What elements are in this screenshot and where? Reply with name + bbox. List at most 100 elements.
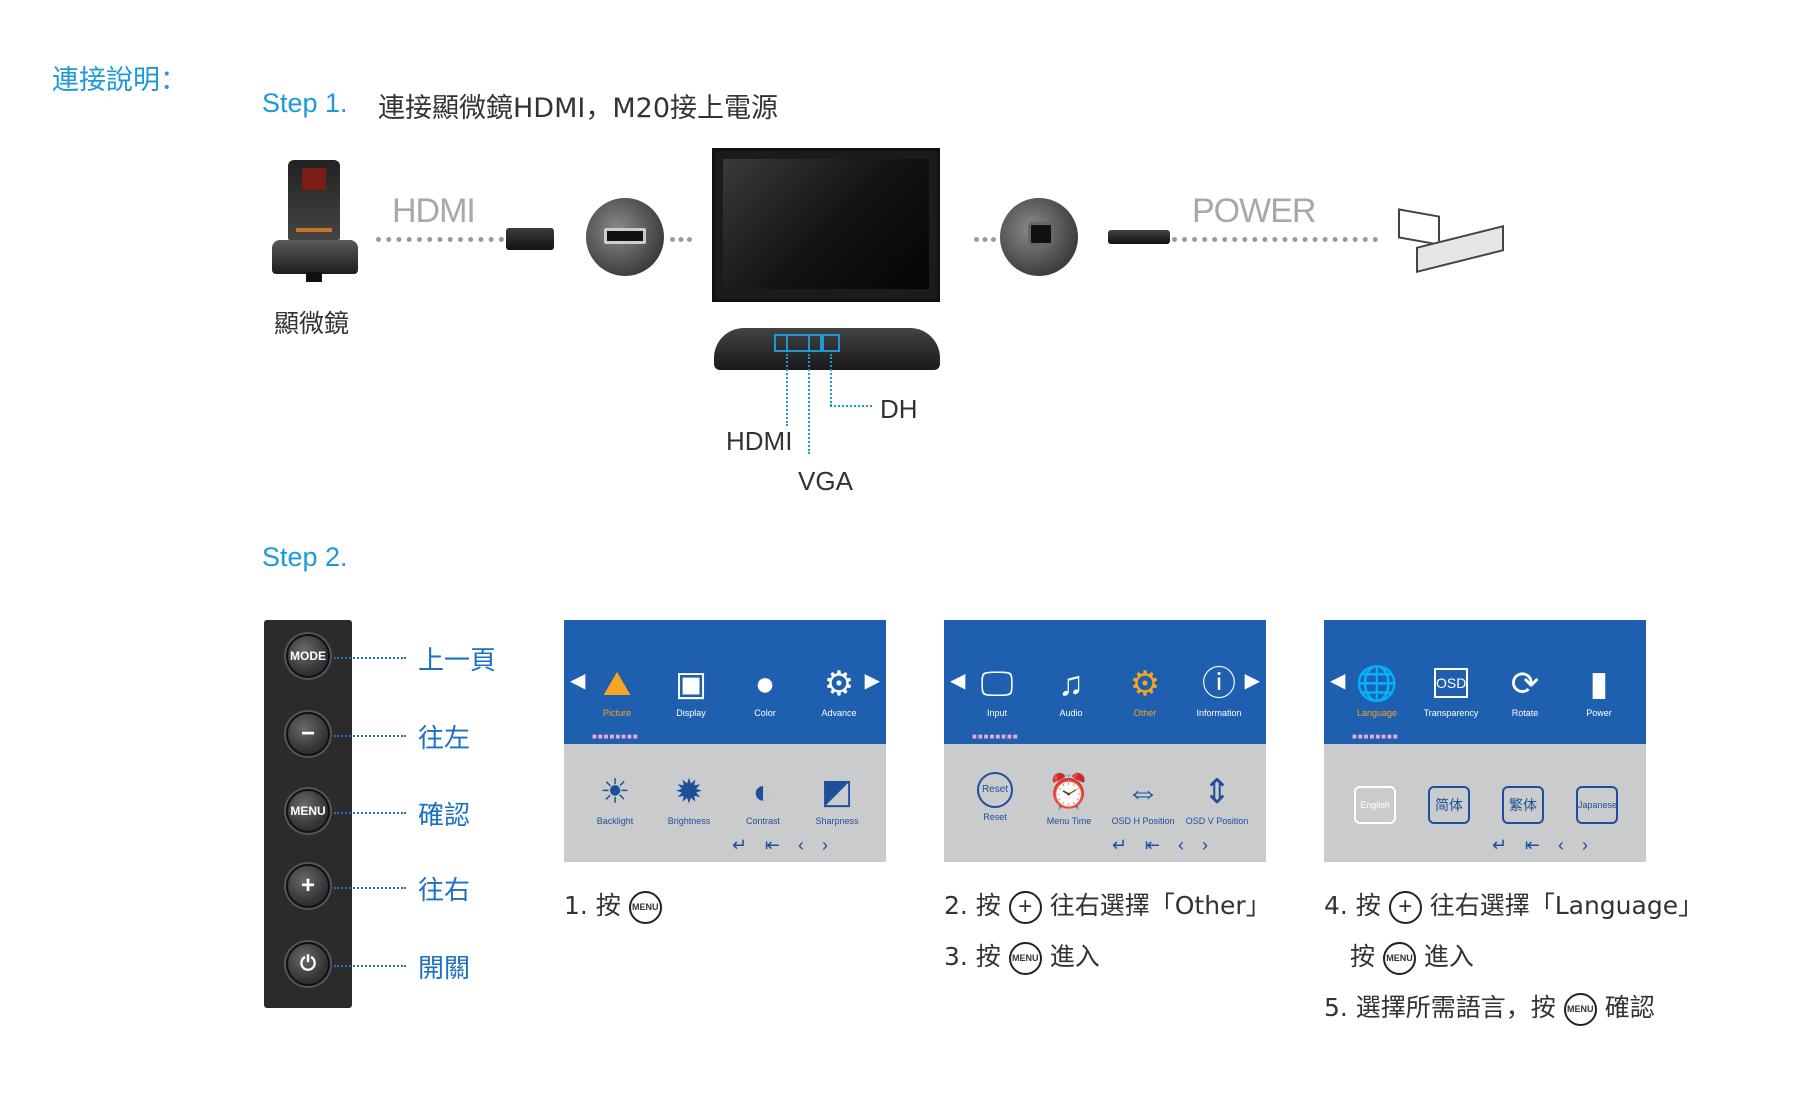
dh-port-leader-v bbox=[830, 354, 832, 406]
osd-sub-menu-time: ⏰Menu Time bbox=[1046, 773, 1092, 826]
hdmi-cable-label: HDMI bbox=[392, 192, 476, 230]
sun-icon: ✹ bbox=[674, 773, 704, 811]
power-button[interactable]: ⏻ bbox=[286, 942, 330, 986]
osd-item-input: 🖵Input bbox=[962, 664, 1032, 718]
hdmi-cable-dotted-line bbox=[376, 237, 504, 242]
clock-icon: ⏰ bbox=[1047, 773, 1091, 811]
leader-mode bbox=[334, 657, 406, 659]
menu-key-icon: MENU bbox=[628, 890, 662, 924]
osd-prev-arrow-icon: ◀ bbox=[1330, 670, 1346, 692]
minus-button[interactable]: − bbox=[286, 712, 330, 756]
leader-minus bbox=[334, 735, 406, 737]
horizontal-position-icon: ⇔ bbox=[1126, 773, 1160, 811]
gear-icon: ⚙ bbox=[1129, 665, 1161, 703]
osd-sub-sharpness: ◩Sharpness bbox=[815, 773, 859, 826]
vertical-position-icon: ⇕ bbox=[1202, 773, 1232, 811]
lang-option-japanese: Japanese bbox=[1576, 786, 1618, 824]
instruction-3: 3. 按 MENU 進入 bbox=[944, 937, 1100, 975]
mode-button[interactable]: MODE bbox=[286, 634, 330, 678]
label-left: 往左 bbox=[418, 724, 471, 754]
port-label-dh: DH bbox=[880, 394, 918, 424]
osd-transparency-icon: OSD bbox=[1434, 668, 1468, 698]
osd-prev-arrow-icon: ◀ bbox=[570, 670, 586, 692]
vga-port-leader bbox=[808, 354, 810, 454]
instruction-5: 5. 選擇所需語言，按 MENU 確認 bbox=[1324, 988, 1655, 1026]
contrast-icon: ◐ bbox=[752, 773, 774, 811]
lang-option-traditional-chinese: 繁体 bbox=[1502, 786, 1544, 824]
osd-prev-arrow-icon: ◀ bbox=[950, 670, 966, 692]
info-icon: ⓘ bbox=[1202, 665, 1236, 703]
monitor-front bbox=[712, 148, 940, 302]
plus-key-icon: + bbox=[1388, 890, 1422, 924]
label-previous-page: 上一頁 bbox=[418, 646, 497, 676]
label-power: 開關 bbox=[418, 954, 471, 984]
monitor-icon: 🖵 bbox=[980, 665, 1014, 703]
port-label-hdmi: HDMI bbox=[726, 426, 793, 456]
osd-sub-reset: Reset Reset bbox=[958, 772, 1032, 822]
osd-sub-osd-v-position: ⇕OSD V Position bbox=[1185, 773, 1249, 826]
osd-sub-backlight: ☀Backlight bbox=[578, 772, 652, 826]
osd-next-arrow-icon: ▶ bbox=[864, 670, 880, 692]
osd-nav-icons: ↵⇤‹› bbox=[1111, 835, 1226, 855]
page-heading: 連接說明： bbox=[52, 65, 187, 96]
osd-item-other: ⚙Other bbox=[1110, 664, 1180, 718]
osd-sub-contrast: ◐Contrast bbox=[726, 772, 800, 826]
instruction-2: 2. 按 + 往右選擇「Other」 bbox=[944, 886, 1271, 924]
dh-port-highlight bbox=[822, 334, 840, 352]
osd-item-advance: ⚙Advance bbox=[804, 664, 874, 718]
power-plug-icon bbox=[1108, 230, 1170, 244]
osd-next-arrow-icon: ▶ bbox=[1244, 670, 1260, 692]
connector-dots-right bbox=[974, 237, 996, 242]
sharpness-icon: ◩ bbox=[820, 773, 854, 811]
instruction-4: 4. 按 + 往右選擇「Language」 bbox=[1324, 886, 1703, 924]
osd-screen-picture: ◀ ▶ ⛰Picture ▣Display ●Color ⚙Advance ■■… bbox=[564, 620, 886, 862]
globe-icon: 🌐 bbox=[1355, 665, 1399, 703]
osd-nav-icons: ↵⇤‹› bbox=[1491, 835, 1606, 855]
osd-page-indicator: ■■■■■■■■ bbox=[972, 732, 1019, 741]
vga-port-highlight bbox=[786, 334, 822, 352]
osd-item-color: ●Color bbox=[730, 664, 800, 718]
menu-key-icon: MENU bbox=[1008, 941, 1042, 975]
osd-item-audio: ♫Audio bbox=[1036, 664, 1106, 718]
microscope-illustration bbox=[270, 160, 360, 282]
menu-button[interactable]: MENU bbox=[286, 789, 330, 833]
label-right: 往右 bbox=[418, 876, 471, 906]
leader-power bbox=[334, 965, 406, 967]
power-strip-icon bbox=[1392, 206, 1504, 278]
osd-page-indicator: ■■■■■■■■ bbox=[1352, 732, 1399, 741]
power-cable-label: POWER bbox=[1192, 192, 1316, 230]
osd-item-display: ▣Display bbox=[656, 664, 726, 718]
menu-key-icon: MENU bbox=[1563, 992, 1597, 1026]
osd-page-indicator: ■■■■■■■■ bbox=[592, 732, 639, 741]
instruction-1: 1. 按 MENU bbox=[564, 886, 662, 924]
bulb-icon: ☀ bbox=[599, 773, 631, 811]
hdmi-port-leader bbox=[786, 354, 788, 426]
osd-item-rotate: ⟳Rotate bbox=[1490, 664, 1560, 718]
plus-key-icon: + bbox=[1008, 890, 1042, 924]
lang-option-english: English bbox=[1354, 786, 1396, 824]
osd-item-picture: ⛰Picture bbox=[582, 664, 652, 718]
power-port-photo bbox=[1000, 198, 1078, 276]
osd-item-language: 🌐Language bbox=[1355, 665, 1399, 718]
instruction-4b: 按 MENU 進入 bbox=[1350, 937, 1474, 975]
picture-icon: ▣ bbox=[674, 665, 708, 703]
port-label-vga: VGA bbox=[798, 466, 853, 496]
step1-label: Step 1. bbox=[262, 88, 348, 118]
reset-icon: Reset bbox=[977, 772, 1013, 808]
osd-sub-brightness: ✹Brightness bbox=[667, 773, 711, 826]
microscope-caption: 顯微鏡 bbox=[274, 309, 350, 338]
headphones-icon: ♫ bbox=[1058, 665, 1084, 703]
lang-option-simplified-chinese: 简体 bbox=[1428, 786, 1470, 824]
palette-icon: ● bbox=[754, 665, 776, 703]
gear-icon: ⚙ bbox=[823, 665, 855, 703]
dh-port-leader-h bbox=[830, 405, 872, 407]
step1-text: 連接顯微鏡HDMI，M20接上電源 bbox=[378, 93, 779, 124]
leader-plus bbox=[334, 887, 406, 889]
step2-label: Step 2. bbox=[262, 542, 348, 572]
hdmi-plug-icon bbox=[506, 228, 554, 250]
power-cable-dotted-line bbox=[1172, 237, 1378, 242]
osd-sub-osd-h-position: ⇔OSD H Position bbox=[1111, 773, 1175, 826]
plus-button[interactable]: + bbox=[286, 864, 330, 908]
